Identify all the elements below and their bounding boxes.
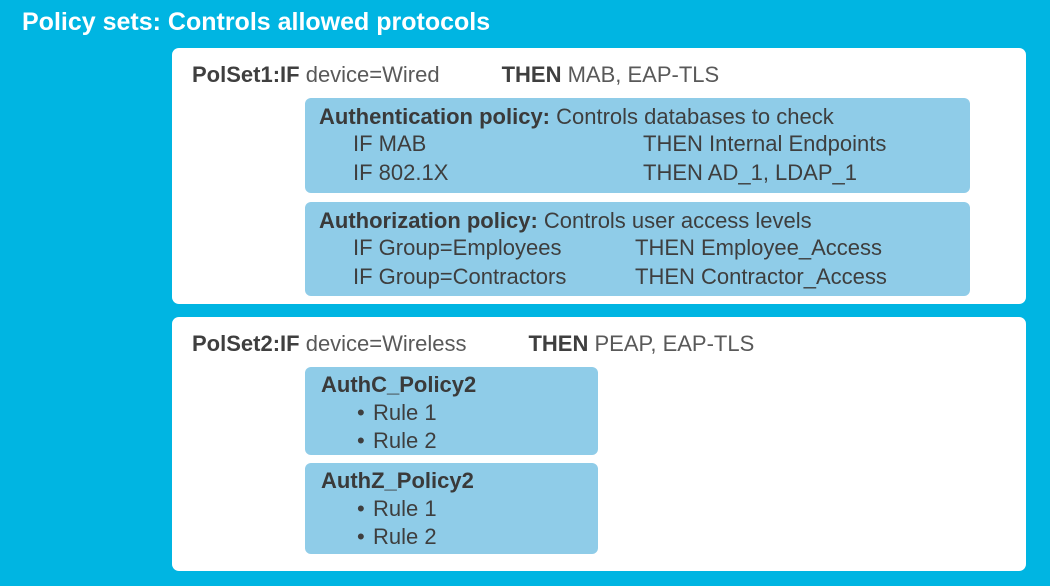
- page-title: Policy sets: Controls allowed protocols: [22, 8, 491, 36]
- list-item: • Rule 2: [357, 524, 437, 550]
- policy-set-1-header: PolSet1:IF device=Wired THEN MAB, EAP-TLS: [192, 62, 719, 88]
- policy-set-1-then-keyword: THEN: [501, 62, 562, 87]
- authorization-policy-header: Authorization policy: Controls user acce…: [319, 208, 812, 234]
- policy-set-2-header: PolSet2:IF device=Wireless THEN PEAP, EAP…: [192, 331, 754, 357]
- authorization-rule-1-then: THEN Employee_Access: [635, 235, 882, 260]
- bullet-icon: •: [357, 428, 365, 453]
- list-item: • Rule 1: [357, 496, 437, 522]
- authorization-policy-title: Authorization policy:: [319, 208, 538, 233]
- policy-set-2-name: PolSet2:IF: [192, 331, 300, 356]
- policy-set-2-then-value: PEAP, EAP-TLS: [594, 331, 755, 356]
- authentication-policy-header: Authentication policy: Controls database…: [319, 104, 834, 130]
- authentication-policy-box: Authentication policy: Controls database…: [305, 98, 970, 193]
- authc-policy2-title: AuthC_Policy2: [321, 372, 477, 397]
- policy-set-1-panel: PolSet1:IF device=Wired THEN MAB, EAP-TLS…: [172, 48, 1026, 304]
- authorization-rule-2-if: IF Group=Contractors: [353, 264, 567, 289]
- authorization-rule-1-if: IF Group=Employees: [353, 235, 562, 260]
- bullet-icon: •: [357, 400, 365, 425]
- list-item: • Rule 2: [357, 428, 437, 454]
- authentication-rule-1-if: IF MAB: [353, 131, 427, 156]
- authentication-rule-1-then: THEN Internal Endpoints: [643, 131, 887, 156]
- authentication-policy-description: Controls databases to check: [556, 104, 834, 129]
- authz-policy2-rule-1: Rule 1: [373, 496, 437, 521]
- policy-set-2-panel: PolSet2:IF device=Wireless THEN PEAP, EAP…: [172, 317, 1026, 571]
- policy-set-2-then-keyword: THEN: [528, 331, 589, 356]
- authentication-policy-title: Authentication policy:: [319, 104, 550, 129]
- authz-policy2-rule-2: Rule 2: [373, 524, 437, 549]
- authz-policy2-title: AuthZ_Policy2: [321, 468, 474, 493]
- authorization-policy-box: Authorization policy: Controls user acce…: [305, 202, 970, 296]
- policy-set-1-condition: device=Wired: [305, 62, 440, 87]
- authentication-rule-2-then: THEN AD_1, LDAP_1: [643, 160, 857, 185]
- authc-policy2-rule-2: Rule 2: [373, 428, 437, 453]
- list-item: • Rule 1: [357, 400, 437, 426]
- authc-policy2-rule-1: Rule 1: [373, 400, 437, 425]
- authorization-policy-description: Controls user access levels: [543, 208, 812, 233]
- authc-policy2-box: AuthC_Policy2 • Rule 1 • Rule 2: [305, 367, 598, 455]
- policy-set-1-then-value: MAB, EAP-TLS: [567, 62, 720, 87]
- authorization-rule-2-then: THEN Contractor_Access: [635, 264, 887, 289]
- bullet-icon: •: [357, 524, 365, 549]
- policy-set-1-name: PolSet1:IF: [192, 62, 300, 87]
- authz-policy2-box: AuthZ_Policy2 • Rule 1 • Rule 2: [305, 463, 598, 554]
- bullet-icon: •: [357, 496, 365, 521]
- authentication-rule-2-if: IF 802.1X: [353, 160, 449, 185]
- policy-set-2-condition: device=Wireless: [305, 331, 467, 356]
